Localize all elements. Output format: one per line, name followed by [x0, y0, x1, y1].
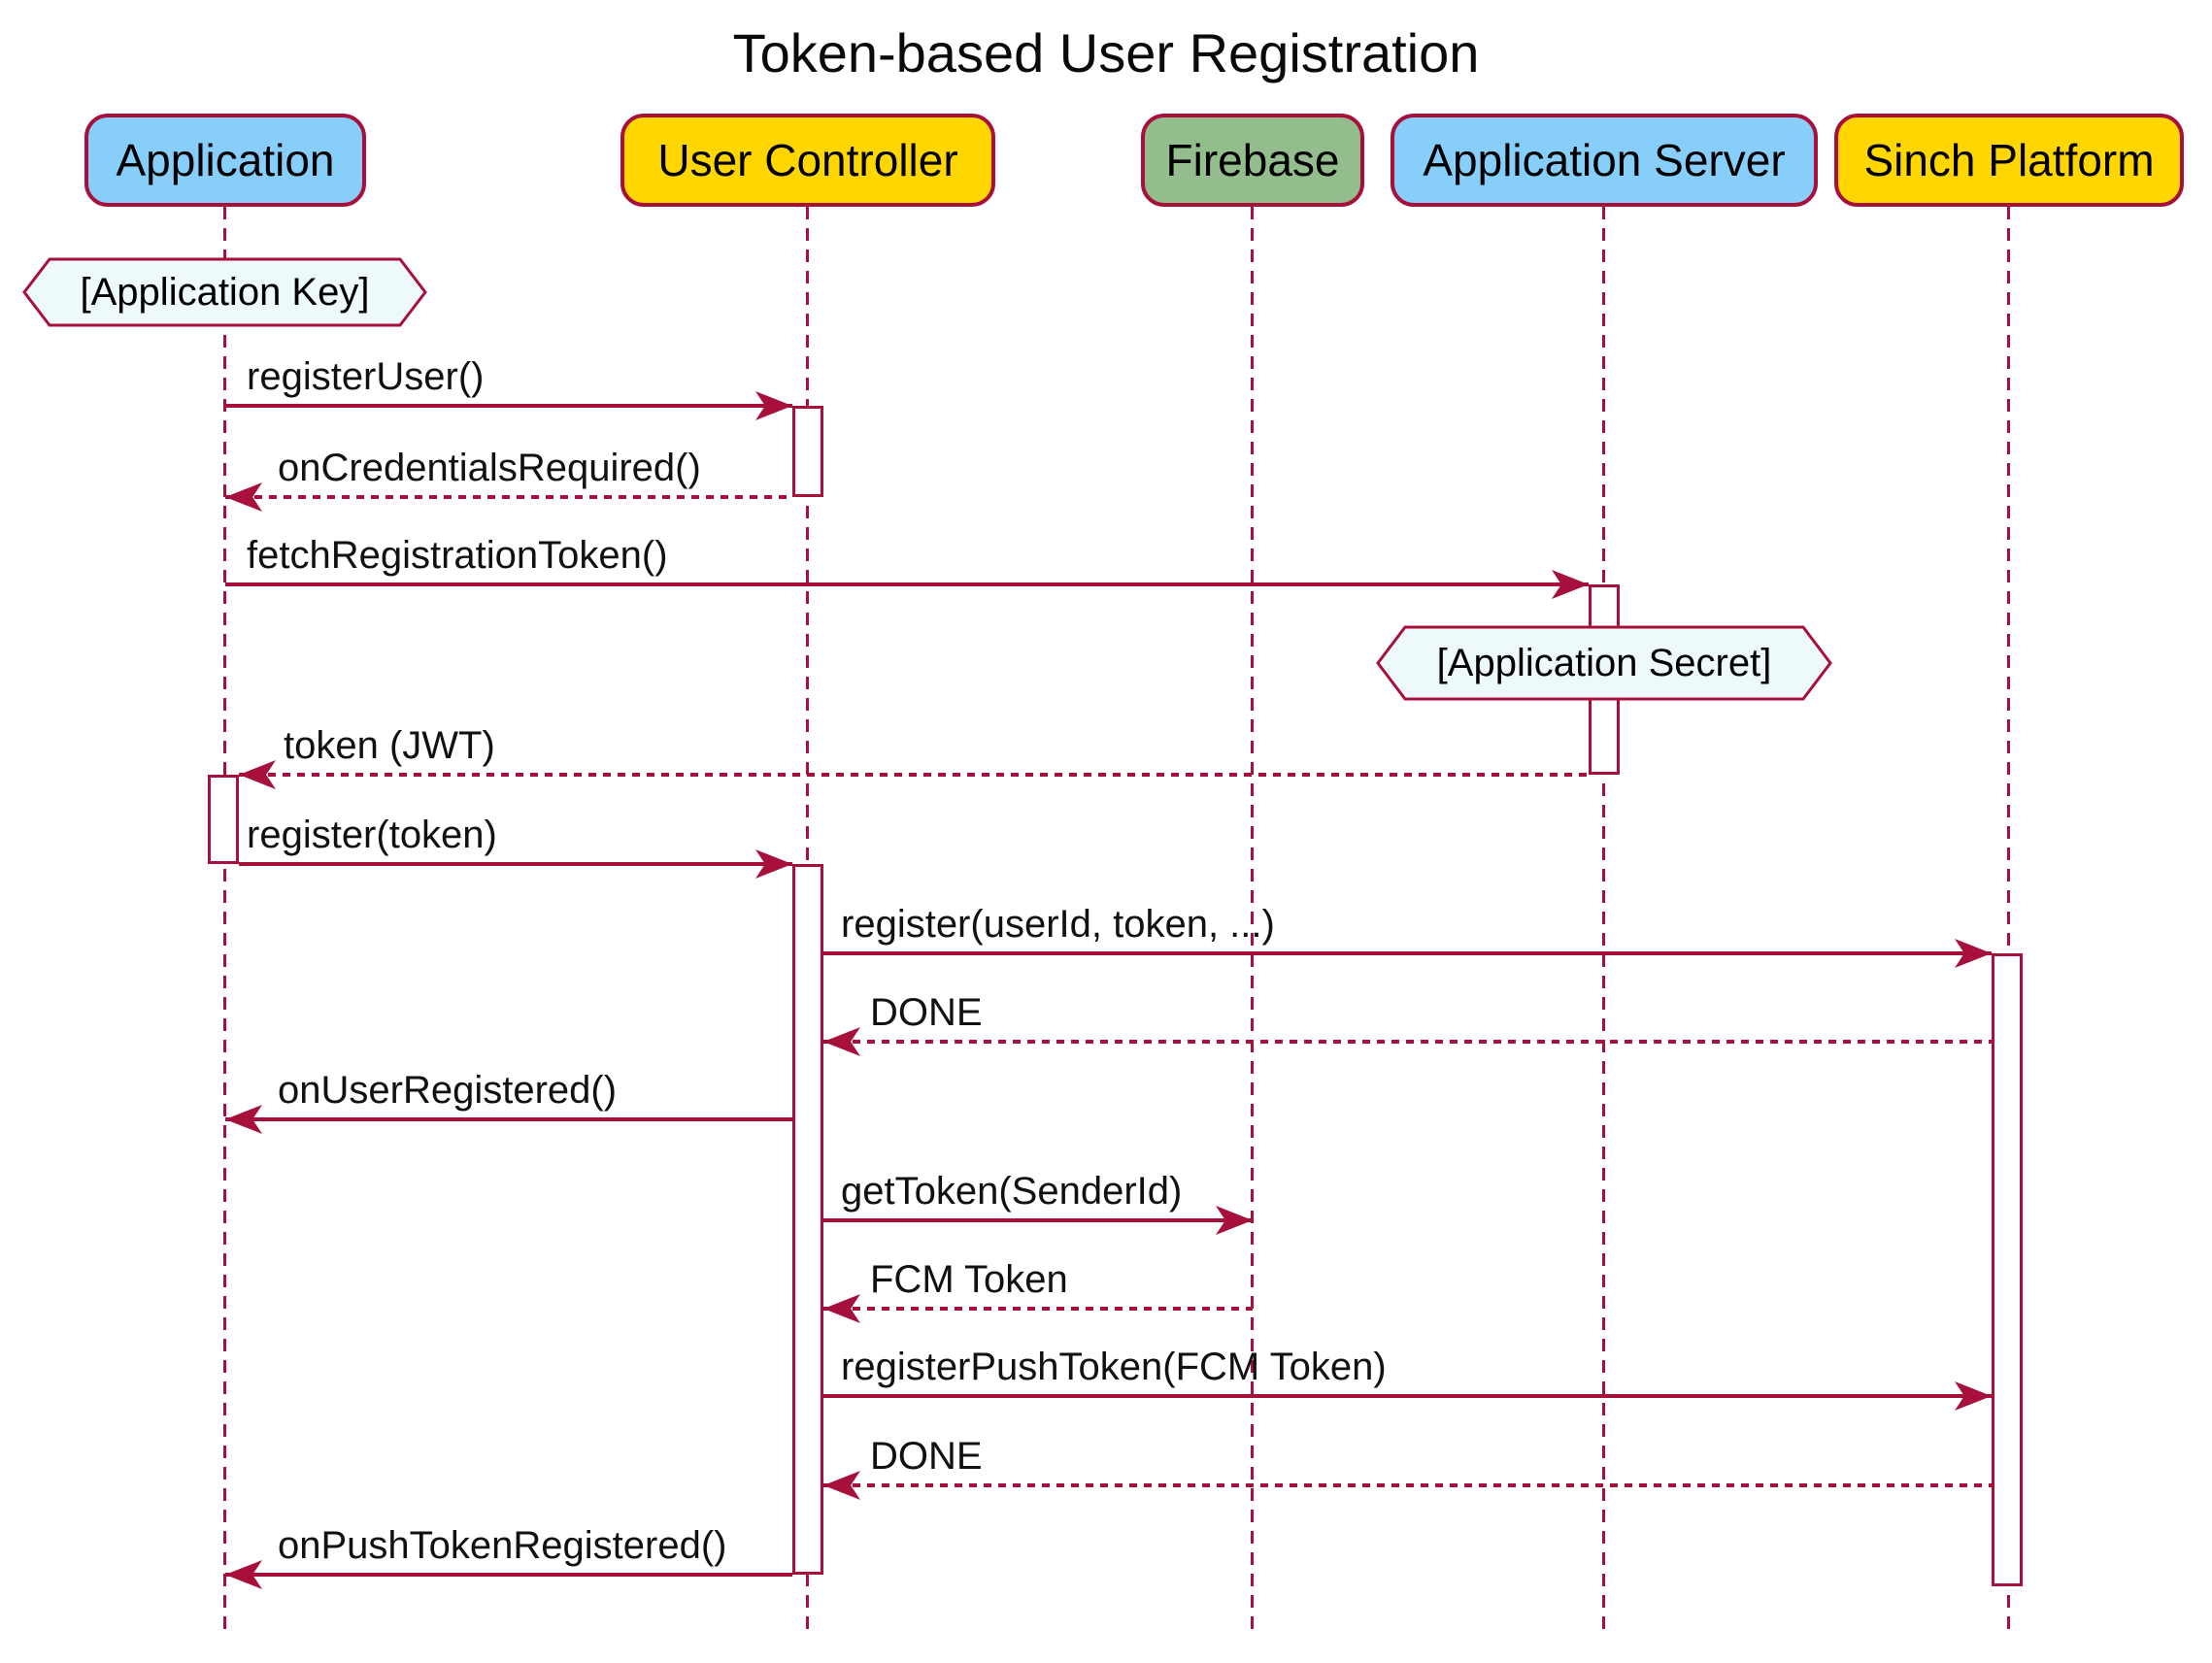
message-label: onCredentialsRequired() [278, 447, 701, 489]
lifeline-sinch-platform [2007, 207, 2010, 1631]
participant-application-server-label: Application Server [1423, 135, 1786, 185]
message-label: register(token) [247, 814, 497, 856]
message-label: fetchRegistrationToken() [247, 534, 668, 577]
message-line [225, 495, 792, 499]
lifeline-firebase [1251, 207, 1254, 1631]
message-line [823, 1307, 1253, 1311]
participant-application-server: Application Server [1391, 114, 1818, 207]
message-label: DONE [870, 991, 983, 1034]
note-application-key: [Application Key] [22, 257, 427, 327]
message-label: onUserRegistered() [278, 1069, 618, 1112]
message-label: registerPushToken(FCM Token) [841, 1346, 1387, 1388]
message-line [225, 404, 792, 408]
note-application-secret-label: [Application Secret] [1436, 641, 1772, 684]
participant-firebase: Firebase [1141, 114, 1364, 207]
message-line [225, 1573, 792, 1577]
note-application-secret: [Application Secret] [1376, 625, 1832, 701]
message-line [823, 1218, 1253, 1222]
message-line [823, 1040, 1992, 1044]
message-label: token (JWT) [284, 724, 495, 767]
message-line [823, 951, 1992, 955]
note-polygon [1376, 625, 1832, 701]
note-polygon [22, 257, 427, 327]
message-label: getToken(SenderId) [841, 1170, 1183, 1213]
message-label: register(userId, token, ...) [841, 903, 1275, 946]
participant-firebase-label: Firebase [1165, 135, 1340, 185]
message-label: DONE [870, 1435, 983, 1478]
participant-sinch-platform: Sinch Platform [1834, 114, 2184, 207]
note-application-key-label: [Application Key] [80, 270, 370, 314]
activation-sinch-platform [1992, 953, 2023, 1586]
activation-application [208, 775, 239, 864]
note-hexagon-shape [1376, 625, 1832, 701]
message-label: registerUser() [247, 355, 485, 398]
participant-user-controller: User Controller [620, 114, 995, 207]
message-label: FCM Token [870, 1258, 1068, 1301]
participant-user-controller-label: User Controller [657, 135, 958, 185]
activation-user-controller-2 [792, 864, 823, 1575]
diagram-title: Token-based User Registration [732, 22, 1480, 83]
message-line [239, 862, 792, 866]
note-hexagon-shape [22, 257, 427, 327]
participant-application-label: Application [116, 135, 335, 185]
participant-application: Application [84, 114, 366, 207]
message-line [823, 1394, 1992, 1398]
message-line [823, 1483, 1992, 1487]
message-line [239, 773, 1589, 777]
activation-user-controller-1 [792, 406, 823, 497]
lifeline-application-server [1602, 207, 1605, 1631]
message-line [225, 1117, 792, 1121]
participant-sinch-platform-label: Sinch Platform [1863, 135, 2155, 185]
message-label: onPushTokenRegistered() [278, 1524, 727, 1567]
message-line [225, 582, 1589, 586]
lifeline-application [223, 207, 226, 1631]
